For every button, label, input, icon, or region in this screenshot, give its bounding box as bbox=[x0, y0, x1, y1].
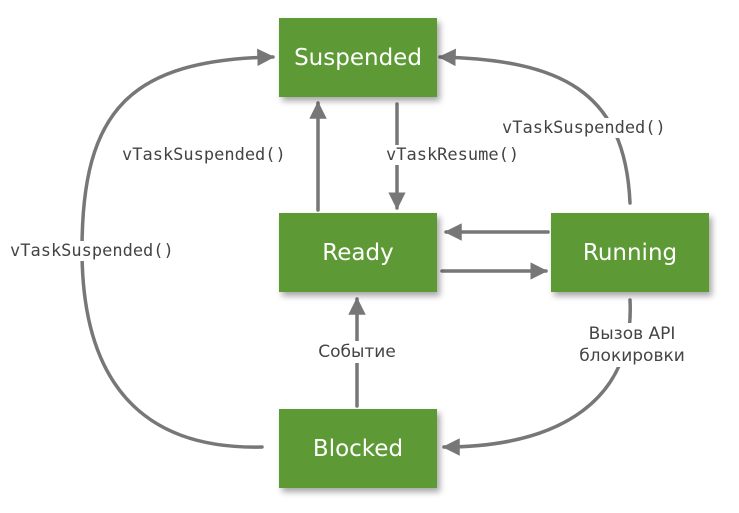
label-suspended-to-ready: vTaskResume() bbox=[386, 145, 520, 165]
state-ready: Ready bbox=[279, 213, 437, 292]
arrow-running-to-suspended bbox=[438, 48, 632, 205]
state-running: Running bbox=[551, 213, 709, 292]
label-running-to-blocked: Вызов API блокировки bbox=[562, 323, 702, 367]
label-running-to-blocked-line2: блокировки bbox=[579, 346, 685, 366]
label-running-to-suspended: vTaskSuspended() bbox=[502, 118, 666, 138]
label-ready-to-suspended: vTaskSuspended() bbox=[122, 145, 286, 165]
label-blocked-to-ready: Событие bbox=[310, 341, 404, 363]
label-running-to-blocked-line1: Вызов API bbox=[588, 324, 676, 344]
label-blocked-to-suspended: vTaskSuspended() bbox=[10, 241, 174, 261]
state-suspended: Suspended bbox=[279, 18, 437, 97]
state-blocked: Blocked bbox=[279, 409, 437, 488]
